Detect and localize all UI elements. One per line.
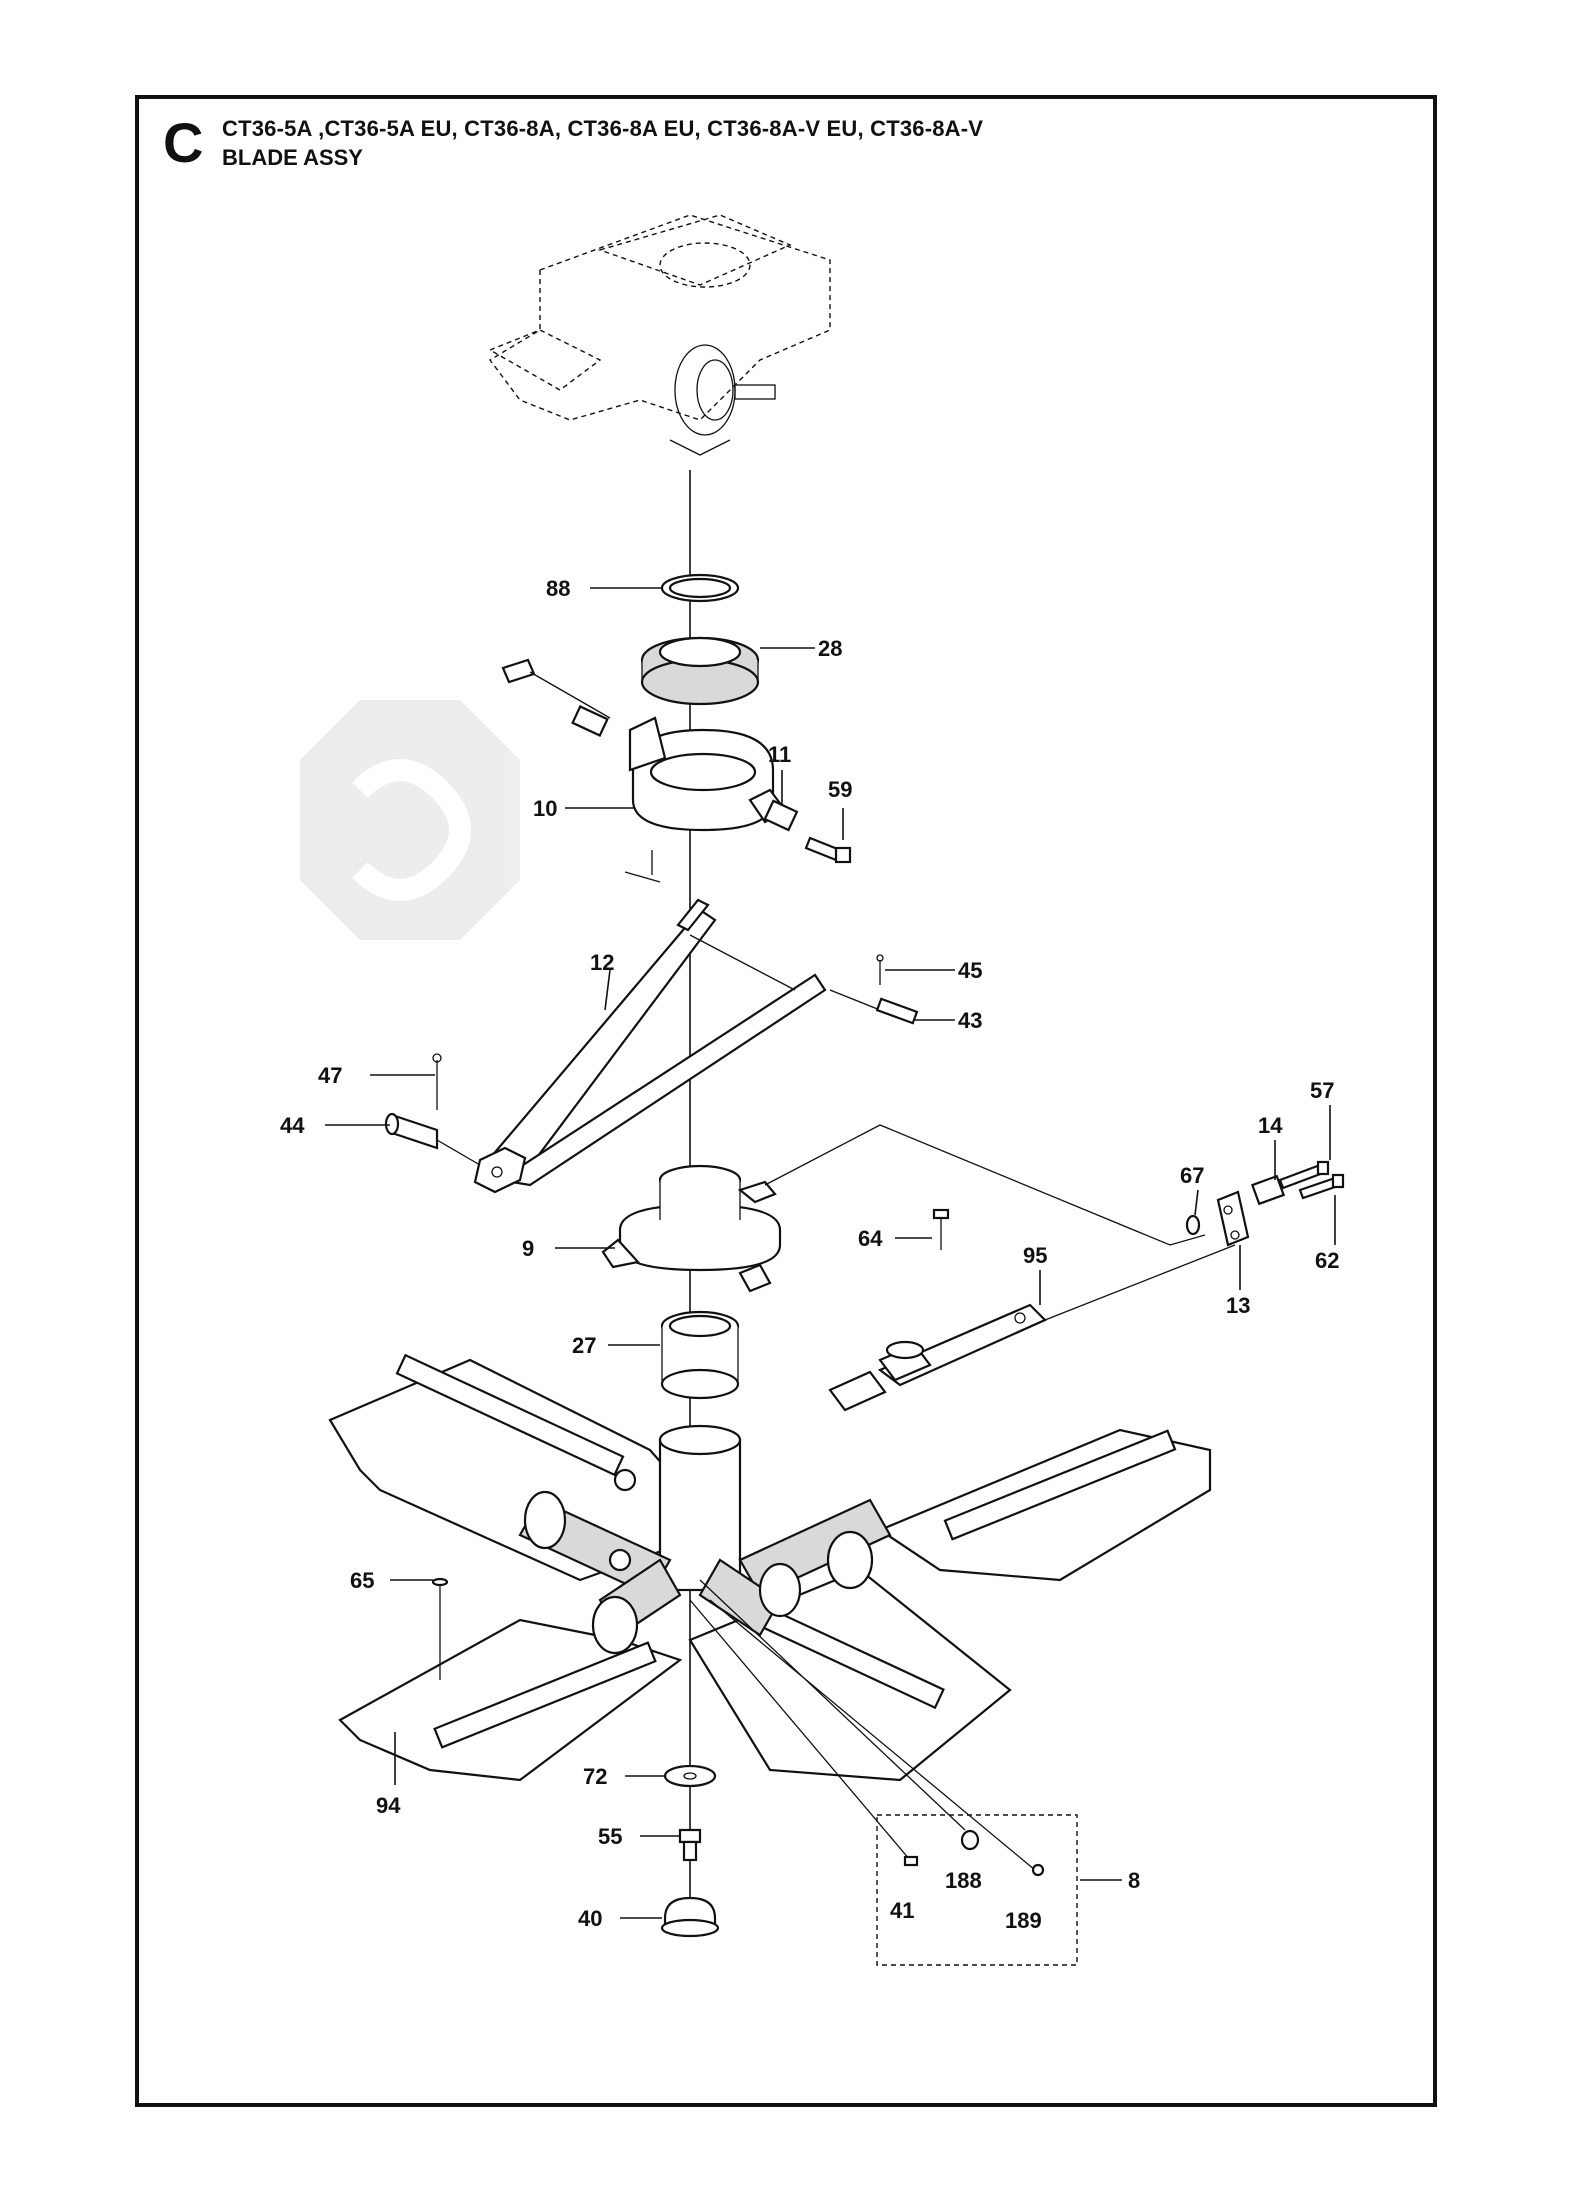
pin-upper — [624, 850, 661, 883]
screw-65 — [431, 1577, 449, 1680]
washer-188 — [960, 1829, 980, 1851]
screw-189 — [1031, 1863, 1045, 1877]
cap-40 — [660, 1896, 720, 1938]
bolt-57 — [1278, 1160, 1330, 1190]
callout-188: 188 — [945, 1868, 982, 1893]
callout-27: 27 — [572, 1333, 596, 1358]
callout-10: 10 — [533, 796, 557, 821]
callout-12: 12 — [590, 950, 614, 975]
drawing-frame — [135, 95, 1437, 2107]
callout-labels: 88 28 11 59 10 12 45 43 47 44 57 14 67 9… — [280, 576, 1339, 1933]
kit-lines — [689, 1579, 1036, 1871]
spacer-11 — [763, 799, 799, 832]
callout-11: 11 — [768, 742, 791, 767]
gearbox-outline — [488, 214, 831, 456]
callout-67: 67 — [1180, 1163, 1204, 1188]
blade-lower-right — [688, 1568, 1012, 1782]
hub-9 — [601, 1164, 782, 1293]
pin-43 — [829, 989, 919, 1025]
clip-47 — [432, 1053, 442, 1110]
callout-62: 62 — [1315, 1248, 1339, 1273]
pin-41 — [903, 1855, 919, 1867]
callout-88: 88 — [546, 576, 570, 601]
bolt-62 — [1298, 1173, 1345, 1200]
callout-44: 44 — [280, 1113, 305, 1138]
callout-9: 9 — [522, 1236, 534, 1261]
bolt-59 — [804, 836, 852, 864]
callout-28: 28 — [818, 636, 842, 661]
screw-64 — [932, 1208, 950, 1250]
callout-95: 95 — [1023, 1243, 1047, 1268]
model-list: CT36-5A ,CT36-5A EU, CT36-8A, CT36-8A EU… — [222, 116, 984, 141]
callout-47: 47 — [318, 1063, 342, 1088]
callout-57: 57 — [1310, 1078, 1334, 1103]
a-arm-12 — [473, 898, 827, 1194]
leader-lines — [325, 587, 1336, 1919]
snap-ring-88 — [660, 573, 740, 603]
bushing-27 — [660, 1310, 740, 1400]
kit-8-box — [876, 1814, 1078, 1966]
link-95 — [828, 1303, 1047, 1412]
callout-65: 65 — [350, 1568, 374, 1593]
cross-hub — [518, 1424, 892, 1655]
control-cable — [764, 1124, 1206, 1246]
assembly-title: BLADE ASSY — [222, 145, 363, 170]
bolt-55 — [678, 1828, 702, 1862]
watermark-logo — [300, 700, 520, 940]
callout-40: 40 — [578, 1906, 602, 1931]
link-cable — [1044, 1244, 1236, 1321]
callout-45: 45 — [958, 958, 982, 983]
bolt-spacer-upper — [501, 658, 611, 737]
blade-lower-left — [338, 1618, 683, 1782]
callout-13: 13 — [1226, 1293, 1250, 1318]
callout-72: 72 — [583, 1764, 607, 1789]
callout-189: 189 — [1005, 1908, 1042, 1933]
washer-72 — [663, 1764, 717, 1788]
part-14 — [1250, 1174, 1286, 1206]
callout-41: 41 — [890, 1898, 914, 1923]
bracket-13 — [1216, 1190, 1250, 1247]
callout-8: 8 — [1128, 1868, 1140, 1893]
callout-64: 64 — [858, 1226, 883, 1251]
housing-10 — [628, 716, 787, 832]
callout-59: 59 — [828, 777, 852, 802]
callout-14: 14 — [1258, 1113, 1283, 1138]
blade-right — [877, 1428, 1212, 1582]
callout-43: 43 — [958, 1008, 982, 1033]
callout-55: 55 — [598, 1824, 622, 1849]
bearing-28 — [640, 636, 760, 706]
pin-44 — [384, 1112, 481, 1166]
section-letter: C — [163, 111, 204, 174]
pin-45 — [876, 954, 884, 985]
callout-94: 94 — [376, 1793, 401, 1818]
washer-67 — [1185, 1214, 1201, 1236]
